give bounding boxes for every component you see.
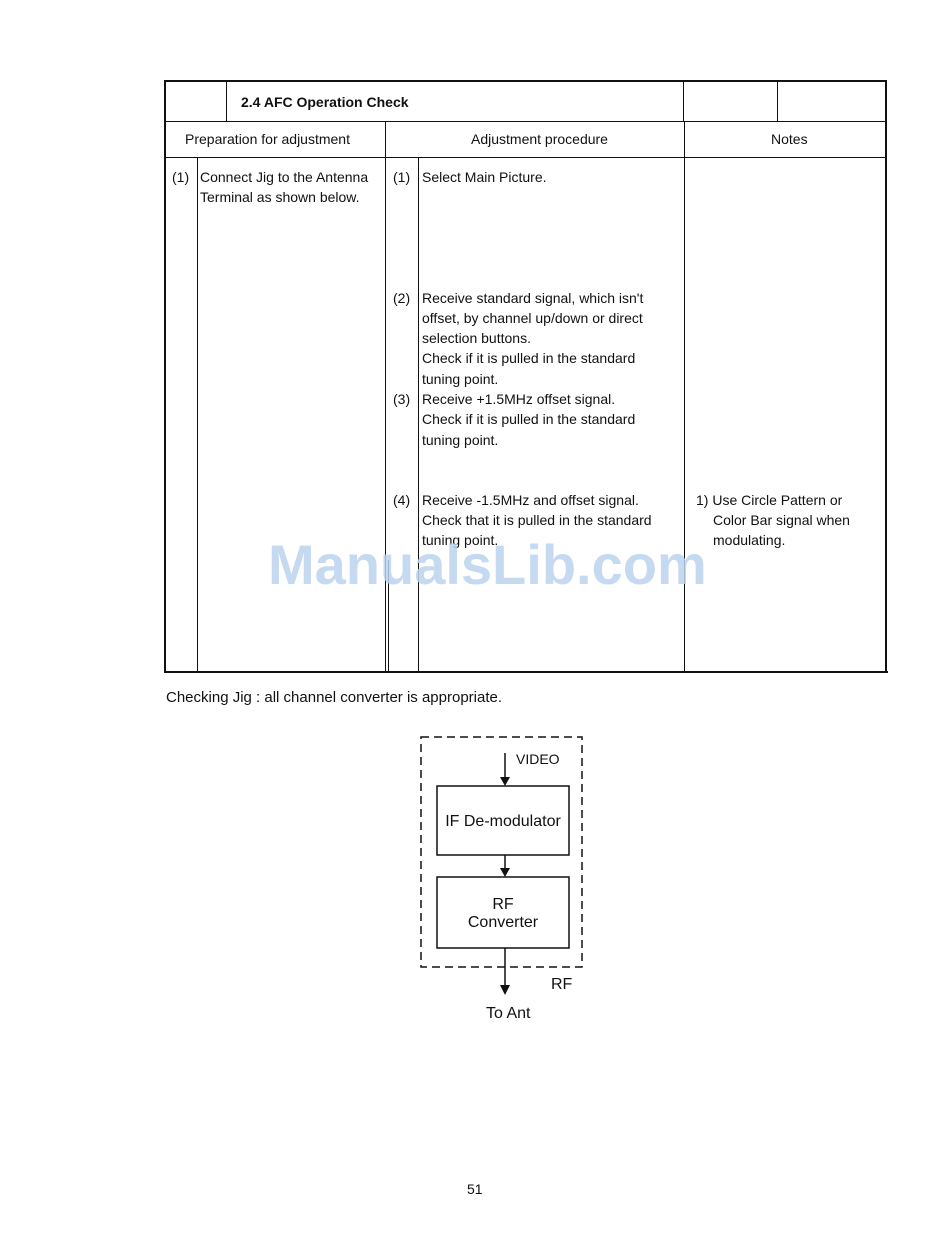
table-border-left bbox=[164, 80, 166, 673]
rf-label: RF bbox=[551, 976, 573, 993]
section-title: 2.4 AFC Operation Check bbox=[241, 94, 409, 110]
subcolumn-divider-proc-num bbox=[418, 157, 419, 672]
procedure-step-number: (3) bbox=[393, 391, 411, 407]
output-arrowhead bbox=[500, 985, 510, 995]
video-label: VIDEO bbox=[516, 751, 560, 767]
header-procedure: Adjustment procedure bbox=[471, 131, 608, 147]
procedure-line: tuning point. bbox=[422, 532, 499, 548]
procedure-step-number: (2) bbox=[393, 290, 411, 306]
procedure-line: tuning point. bbox=[422, 432, 499, 448]
rf-converter-label-line2: Converter bbox=[468, 914, 539, 931]
table-border-bottom bbox=[166, 671, 888, 673]
column-divider-preparation-2 bbox=[388, 560, 389, 672]
jig-diagram: VIDEO IF De-modulator RF Converter RF To… bbox=[420, 736, 583, 1022]
if-demodulator-block bbox=[436, 785, 570, 856]
subcolumn-divider-prep-num bbox=[197, 157, 198, 672]
notes-line: modulating. bbox=[713, 532, 786, 548]
column-divider-preparation bbox=[385, 121, 386, 672]
to-ant-label: To Ant bbox=[486, 1005, 531, 1022]
page-number: 51 bbox=[467, 1181, 483, 1197]
header-preparation: Preparation for adjustment bbox=[185, 131, 350, 147]
preparation-line: Connect Jig to the Antenna bbox=[200, 169, 369, 185]
rf-converter-label-line1: RF bbox=[492, 896, 514, 913]
procedure-line: tuning point. bbox=[422, 371, 499, 387]
procedure-line: Receive standard signal, which isn't bbox=[422, 290, 644, 306]
procedure-line: Check if it is pulled in the standard bbox=[422, 350, 636, 366]
preparation-step-number: (1) bbox=[172, 169, 190, 185]
checking-jig-caption: Checking Jig : all channel converter is … bbox=[166, 689, 503, 706]
title-cell-left-divider bbox=[226, 80, 227, 121]
title-cell-notes-divider bbox=[683, 80, 684, 121]
notes-line: Color Bar signal when bbox=[713, 512, 850, 528]
header-row-divider bbox=[164, 157, 886, 158]
procedure-line: Check that it is pulled in the standard bbox=[422, 512, 652, 528]
table-border-right bbox=[885, 80, 887, 673]
title-cell-right-divider bbox=[777, 80, 778, 121]
dashed-enclosure bbox=[420, 736, 583, 968]
header-notes: Notes bbox=[771, 131, 808, 147]
title-row-divider bbox=[164, 121, 886, 122]
video-arrowhead bbox=[500, 777, 510, 786]
procedure-step-number: (4) bbox=[393, 492, 411, 508]
procedure-line: Check if it is pulled in the standard bbox=[422, 411, 636, 427]
procedure-line: Receive +1.5MHz offset signal. bbox=[422, 391, 616, 407]
procedure-line: Select Main Picture. bbox=[422, 169, 547, 185]
connector-arrowhead bbox=[500, 868, 510, 877]
procedure-line: Receive -1.5MHz and offset signal. bbox=[422, 492, 639, 508]
procedure-line: selection buttons. bbox=[422, 330, 531, 346]
if-demodulator-label: IF De-modulator bbox=[445, 813, 561, 830]
procedure-step-number: (1) bbox=[393, 169, 411, 185]
procedure-line: offset, by channel up/down or direct bbox=[422, 310, 643, 326]
column-divider-notes bbox=[684, 121, 685, 672]
rf-converter-block bbox=[436, 876, 570, 949]
notes-line: 1) Use Circle Pattern or bbox=[696, 492, 843, 508]
preparation-line: Terminal as shown below. bbox=[200, 189, 360, 205]
watermark: ManualsLib.com bbox=[268, 533, 707, 596]
table-border-top bbox=[164, 80, 886, 82]
